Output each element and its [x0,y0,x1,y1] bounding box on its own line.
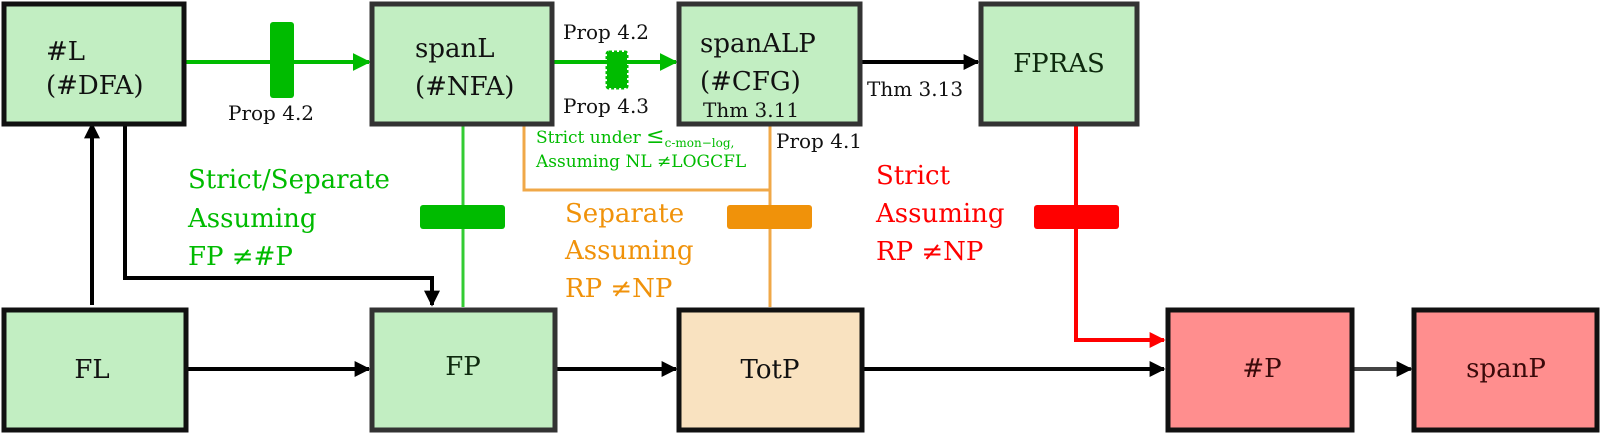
node-span-alp-line1: spanALP [700,29,816,59]
edge-fpras-to-hashp [1074,124,1166,348]
label-thm-3-13: Thm 3.13 [867,77,963,101]
node-fpras-label: FPRAS [1013,49,1105,79]
orange-annotation-line2: Assuming [564,236,694,266]
node-span-p: spanP [1411,307,1600,433]
label-prop-4-3: Prop 4.3 [563,94,649,118]
strict-under-text: Strict under [536,128,646,148]
red-annotation-line2: Assuming [875,199,1005,229]
node-hash-p: #P [1165,307,1355,433]
node-span-l: spanL (#NFA) [369,1,555,127]
node-totp-label: TotP [741,355,800,385]
node-hash-l-line1: #L [46,37,85,67]
node-span-l-line2: (#NFA) [415,72,514,102]
green-separation-bar-vertical [420,205,505,229]
green-annotation-line3: FP ≠#P [188,242,293,272]
node-span-alp-theorem: Thm 3.11 [703,98,799,122]
node-fl: FL [1,307,189,433]
green-annotation-line2: Assuming [187,204,317,234]
node-fp-label: FP [445,352,481,382]
node-fp: FP [369,307,558,433]
green-small-annotation-line2: Assuming NL ≠LOGCFL [535,152,746,172]
node-span-p-label: spanP [1466,354,1546,384]
label-prop-4-2-hashl: Prop 4.2 [228,101,314,125]
edge-hashl-to-fp [123,124,440,307]
green-dashed-separation-bar [605,50,629,90]
node-hash-l-line2: (#DFA) [46,71,143,101]
node-totp: TotP [676,307,865,433]
node-hash-p-label: #P [1242,354,1281,384]
red-annotation-line1: Strict [876,161,951,191]
node-fl-label: FL [74,355,109,385]
green-separation-bar [270,22,294,98]
leq-symbol: ≤ [646,124,664,149]
green-annotation: Strict/Separate Assuming FP ≠#P [187,165,390,272]
node-span-l-line1: spanL [415,34,495,64]
orange-annotation: Separate Assuming RP ≠NP [564,199,694,304]
orange-separation-bar [727,205,812,229]
label-prop-4-1: Prop 4.1 [776,129,862,153]
green-annotation-line1: Strict/Separate [188,165,390,195]
leq-subscript: c-mon−log, [665,136,735,150]
node-fpras: FPRAS [978,1,1140,127]
node-span-alp-line2: (#CFG) [700,67,801,97]
label-prop-4-2-spanl: Prop 4.2 [563,20,649,44]
orange-annotation-line1: Separate [565,199,684,229]
red-annotation: Strict Assuming RP ≠NP [875,161,1005,267]
green-small-annotation: Strict under ≤c-mon−log, Assuming NL ≠LO… [535,124,746,172]
edge-orange-bracket [522,124,770,192]
node-hash-l: #L (#DFA) [1,1,187,127]
red-annotation-line3: RP ≠NP [876,237,983,267]
green-small-annotation-line1: Strict under ≤c-mon−log, [536,124,734,150]
node-span-alp: spanALP (#CFG) Thm 3.11 [676,1,863,127]
red-separation-bar [1034,205,1119,229]
orange-annotation-line3: RP ≠NP [565,274,672,304]
